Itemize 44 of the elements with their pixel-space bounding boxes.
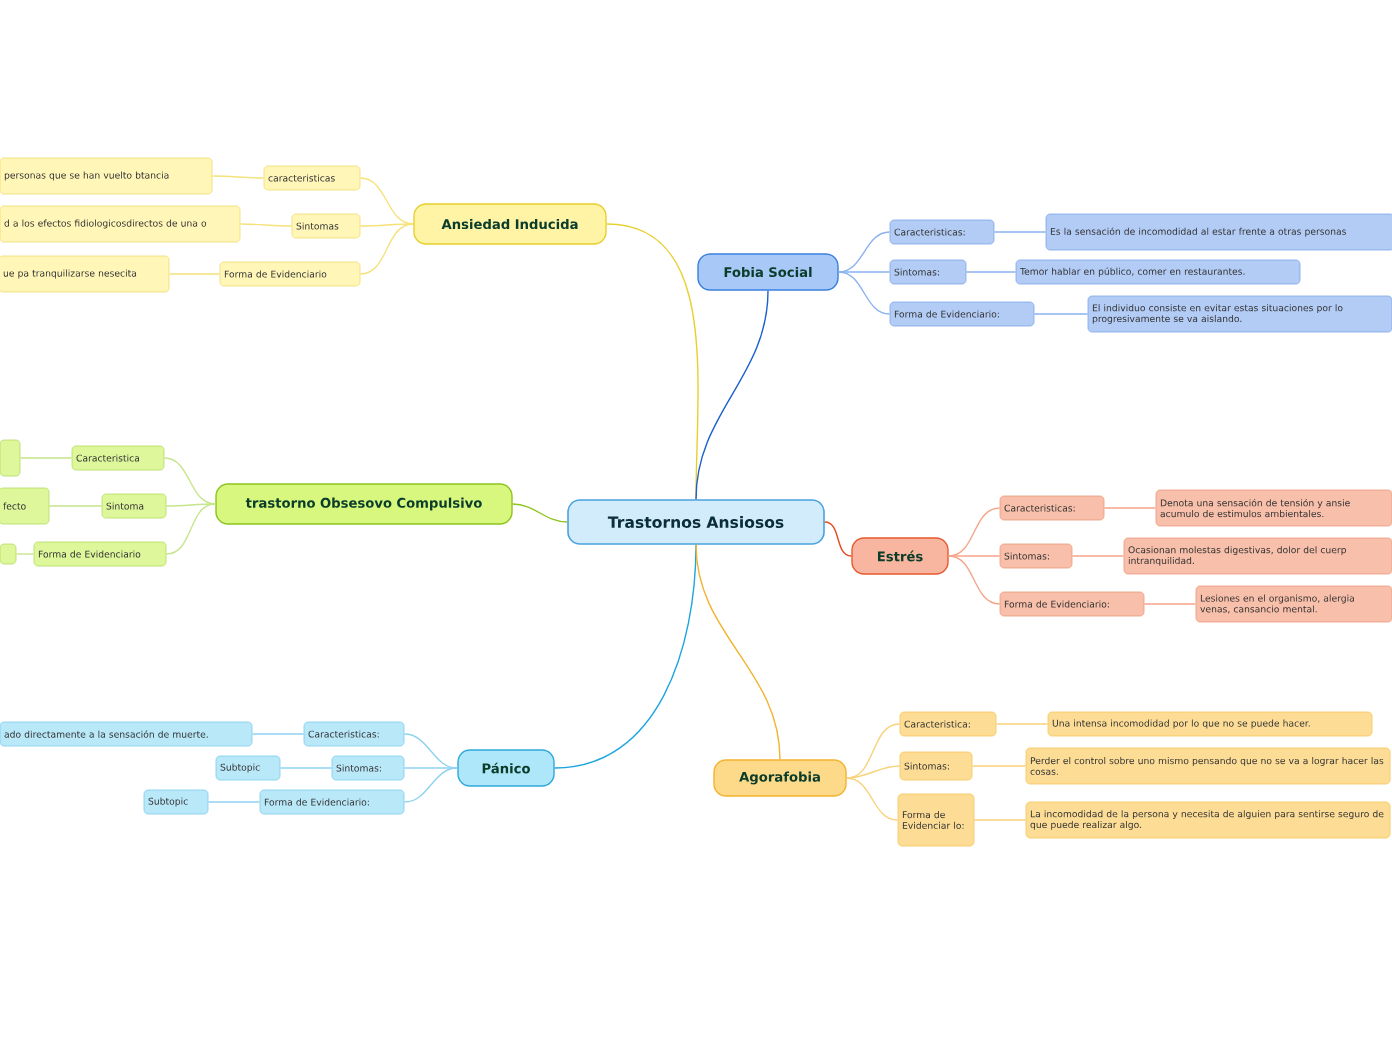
connector: [695, 544, 781, 760]
connector: [971, 765, 1027, 767]
connector: [554, 544, 697, 769]
connector: [1103, 507, 1157, 509]
connector: [1033, 313, 1089, 315]
connector: [279, 767, 333, 769]
connector: [948, 555, 1001, 557]
connector: [359, 177, 414, 225]
connector: [251, 733, 305, 735]
connector: [1071, 555, 1125, 557]
connector: [15, 553, 35, 555]
connector: [19, 457, 73, 459]
connector: [993, 231, 1047, 233]
connector: [512, 503, 568, 523]
connector: [965, 271, 1017, 273]
connector: [1143, 603, 1197, 605]
connector: [824, 521, 852, 557]
connector: [359, 223, 414, 227]
note-box: [0, 543, 17, 565]
connector: [165, 503, 216, 555]
connector: [403, 733, 458, 769]
connector: [948, 507, 1001, 557]
connector: [48, 505, 103, 507]
connector: [606, 223, 699, 500]
connector: [973, 819, 1027, 821]
connector: [403, 767, 458, 803]
connector: [838, 231, 891, 273]
connector: [207, 801, 261, 803]
note-box: [0, 439, 21, 477]
connector: [165, 503, 216, 507]
connector: [211, 175, 265, 179]
connector: [359, 223, 414, 275]
connector: [168, 273, 221, 275]
connector: [838, 271, 891, 315]
connector: [403, 767, 458, 769]
connector: [846, 723, 901, 779]
connector: [838, 271, 891, 273]
connector: [846, 777, 899, 821]
connector: [239, 223, 293, 227]
connector: [995, 723, 1049, 725]
connector: [163, 457, 216, 505]
connector: [948, 555, 1001, 605]
connector: [695, 290, 769, 500]
connector: [846, 765, 901, 779]
